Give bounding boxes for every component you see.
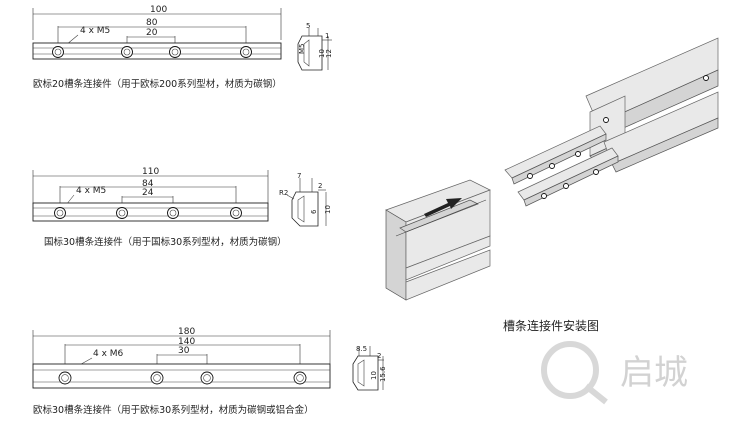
threaded-hole [169, 46, 181, 58]
threaded-hole [54, 207, 66, 219]
threaded-hole [52, 46, 64, 58]
brand-watermark: 启城 [541, 341, 688, 405]
section-dim-side-inner: 6 [310, 209, 318, 214]
dim-hole-span: 140 [178, 337, 195, 347]
threaded-hole [230, 207, 242, 219]
threaded-hole [116, 207, 128, 219]
watermark-text: 启城 [620, 353, 688, 393]
drawing-eu20-connector: 100 80 20 4 x M5 M5 5 1 [32, 5, 333, 90]
section-dim-right: 2 [377, 352, 381, 360]
install-illustration: 槽条连接件安装图 [385, 37, 719, 333]
threaded-hole [293, 371, 307, 385]
section-dim-right: 1 [325, 32, 329, 40]
section-dim-side: 12 [325, 49, 333, 58]
insert-direction-arrow [424, 198, 462, 217]
logo-ring-icon [541, 341, 599, 399]
dim-hole-span: 84 [142, 179, 154, 189]
cross-section-view: 7 2 R2 10 6 [279, 172, 332, 227]
drawing-gb30-connector: 110 84 24 4 x M5 7 2 R2 10 6 [32, 167, 332, 248]
dim-hole-pitch: 20 [146, 28, 158, 38]
logo-tail-icon [584, 383, 608, 405]
section-radius: R2 [279, 189, 288, 197]
section-dim-side-inner: 10 [318, 49, 326, 58]
section-dim-top: 7 [297, 172, 301, 180]
drawing-eu30-connector: 180 140 30 4 x M6 8.5 2 15.6 10 欧标30槽条 [32, 327, 387, 416]
dim-total-length: 180 [178, 327, 195, 337]
caption-gb30: 国标30槽条连接件（用于国标30系列型材，材质为碳钢） [44, 236, 287, 248]
thread-label: 4 x M6 [93, 349, 124, 359]
thread-label: 4 x M5 [76, 186, 106, 196]
section-dim-side: 15.6 [379, 366, 387, 382]
section-dim-top: 5 [306, 22, 310, 30]
caption-eu30: 欧标30槽条连接件（用于欧标30系列型材，材质为碳钢或铝合金） [33, 404, 314, 416]
section-dim-top: 8.5 [356, 345, 367, 353]
section-dim-right: 2 [318, 182, 322, 190]
dim-total-length: 110 [142, 167, 159, 177]
install-title: 槽条连接件安装图 [503, 318, 599, 333]
dim-hole-span: 80 [146, 18, 158, 28]
cross-section-view: M5 5 1 12 10 [297, 22, 333, 71]
thread-label: 4 x M5 [80, 26, 110, 36]
dim-total-length: 100 [150, 5, 167, 15]
cross-section-view: 8.5 2 15.6 10 [352, 345, 387, 391]
dim-hole-pitch: 30 [178, 346, 190, 356]
threaded-hole [200, 371, 214, 385]
threaded-hole [150, 371, 164, 385]
section-dim-side-inner: 10 [370, 371, 378, 380]
threaded-hole [121, 46, 133, 58]
dim-hole-pitch: 24 [142, 188, 154, 198]
caption-eu20: 欧标20槽条连接件（用于欧标200系列型材，材质为碳钢） [33, 78, 282, 90]
section-dim: M5 [298, 44, 306, 55]
threaded-hole [167, 207, 179, 219]
section-dim-side: 10 [324, 205, 332, 214]
threaded-hole [240, 46, 252, 58]
threaded-hole [58, 371, 72, 385]
